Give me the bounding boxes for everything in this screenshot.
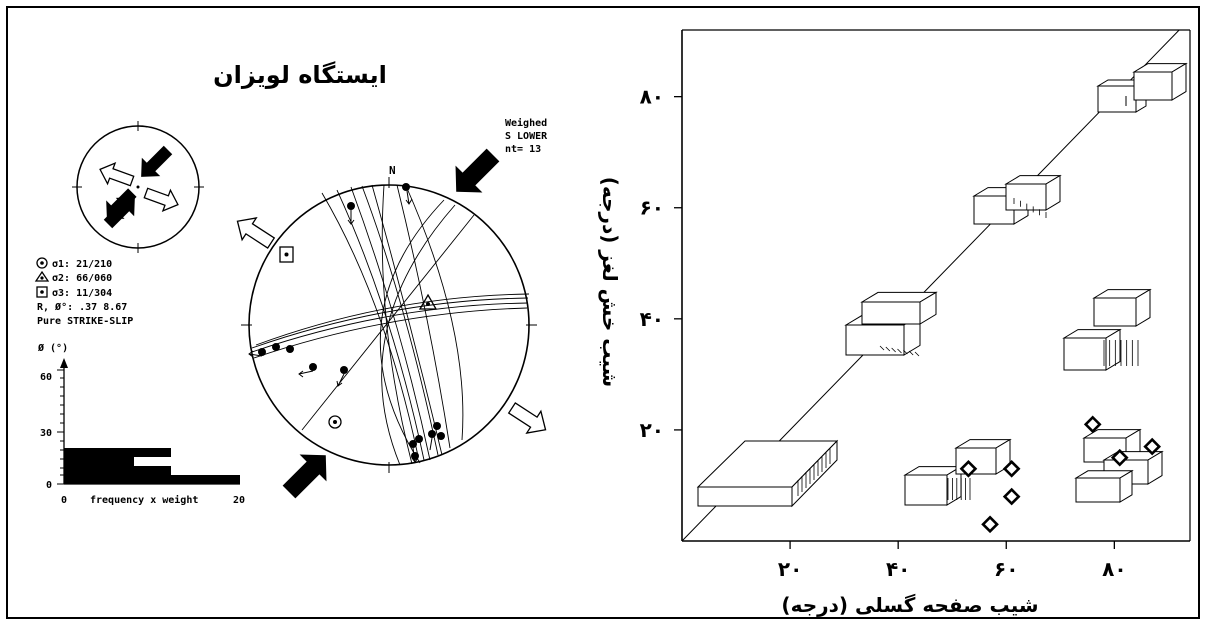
histogram: Ø (°) 60 30 0 0 frequency x weight 20: [37, 342, 245, 506]
stereonet: Weighed S LOWER nt= 13 N: [236, 117, 548, 499]
histogram-tick-30: 30: [40, 428, 52, 439]
extension-arrow-icon: [99, 161, 135, 187]
sigma3-label: σ3: 11/304: [52, 288, 112, 299]
extension-arrow-icon: [143, 187, 179, 213]
histogram-x-title: frequency x weight: [90, 494, 198, 506]
sigma1-label: σ1: 21/210: [52, 259, 112, 270]
histogram-x-tick-20: 20: [233, 495, 245, 506]
station-title: ایستگاه لویزان: [213, 61, 387, 89]
sigma2-label: σ2: 66/060: [52, 273, 112, 284]
method-line-2: S LOWER: [505, 131, 548, 142]
regime-label: Pure STRIKE-SLIP: [37, 316, 133, 327]
slip-arrows: [248, 190, 433, 463]
compression-arrow-icon: [282, 454, 327, 499]
method-line-1: Weighed: [505, 117, 547, 129]
sigma1-marker: [328, 415, 342, 429]
extension-arrow-icon: [236, 217, 276, 249]
slip-points: [258, 183, 445, 460]
histogram-y-title: Ø (°): [37, 342, 68, 354]
histogram-tick-0: 0: [46, 480, 52, 491]
method-line-3: nt= 13: [505, 144, 541, 155]
sigma3-marker: [279, 246, 294, 263]
histogram-bar: [64, 475, 240, 484]
stress-legend: σ1: 21/210 σ2: 66/060 σ3: 11/304 R, Ø°: …: [34, 257, 133, 327]
fault-planes: [251, 184, 530, 466]
left-panel: ایستگاه لویزان σ1: 21/210 σ2: 66/060 σ3:…: [34, 61, 548, 506]
histogram-x-tick-0: 0: [61, 495, 67, 506]
compression-arrow-icon: [141, 145, 173, 177]
compression-arrow-icon: [455, 148, 500, 193]
stress-regime-circle: [72, 121, 204, 253]
extension-arrow-icon: [507, 402, 547, 434]
compression-arrow-icon: [103, 197, 135, 229]
histogram-tick-60: 60: [40, 372, 52, 383]
figure-frame: [6, 6, 1200, 619]
histogram-bar: [64, 448, 171, 457]
north-label: N: [389, 164, 396, 177]
sigma2-marker: [418, 293, 438, 310]
ratio-label: R, Ø°: .37 8.67: [37, 301, 127, 313]
histogram-bar: [64, 457, 134, 466]
histogram-bar: [64, 466, 171, 475]
